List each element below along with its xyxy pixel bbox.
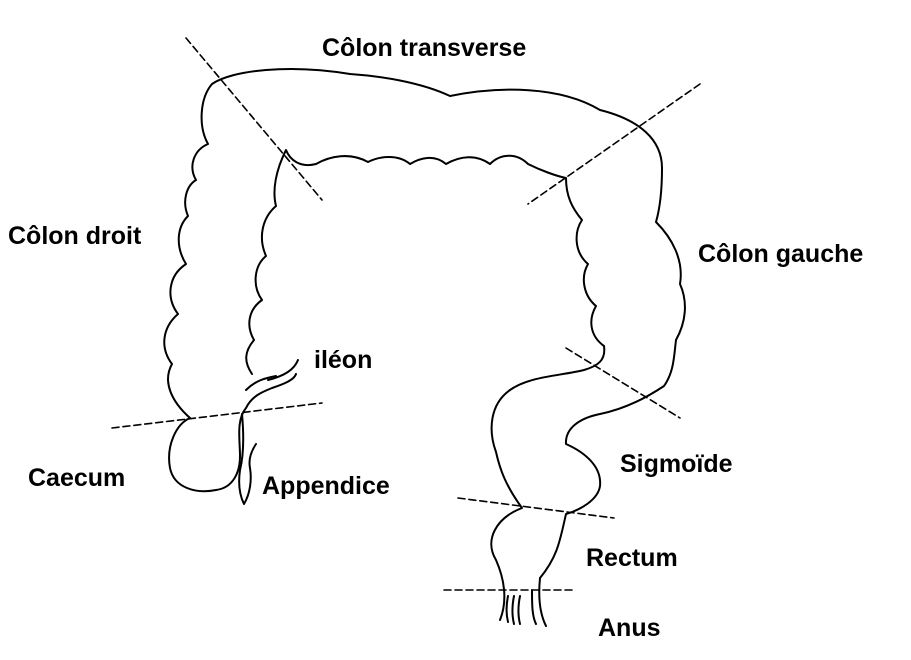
label-rectum: Rectum	[586, 544, 678, 572]
boundary-left-sigmoid	[565, 347, 681, 419]
label-caecum: Caecum	[28, 464, 126, 492]
ileon-tube	[267, 359, 299, 381]
colon-inner-wall	[245, 149, 606, 621]
label-sigmoide: Sigmoïde	[620, 450, 733, 478]
anus-lines	[505, 589, 537, 625]
boundary-transverse-left	[527, 83, 701, 205]
appendix-outline	[238, 413, 257, 505]
boundary-right-transverse	[185, 37, 323, 201]
boundary-caecum	[111, 402, 323, 429]
label-colon-transverse: Côlon transverse	[322, 34, 527, 62]
caecum-pouch	[168, 373, 297, 493]
label-appendice: Appendice	[262, 472, 390, 500]
label-colon-gauche: Côlon gauche	[698, 240, 864, 268]
boundary-sigmoid-rectum	[457, 497, 615, 519]
label-ileon: iléon	[314, 346, 373, 374]
label-colon-droit: Côlon droit	[8, 222, 142, 250]
label-anus: Anus	[598, 614, 661, 642]
colon-outer-wall	[163, 68, 686, 627]
